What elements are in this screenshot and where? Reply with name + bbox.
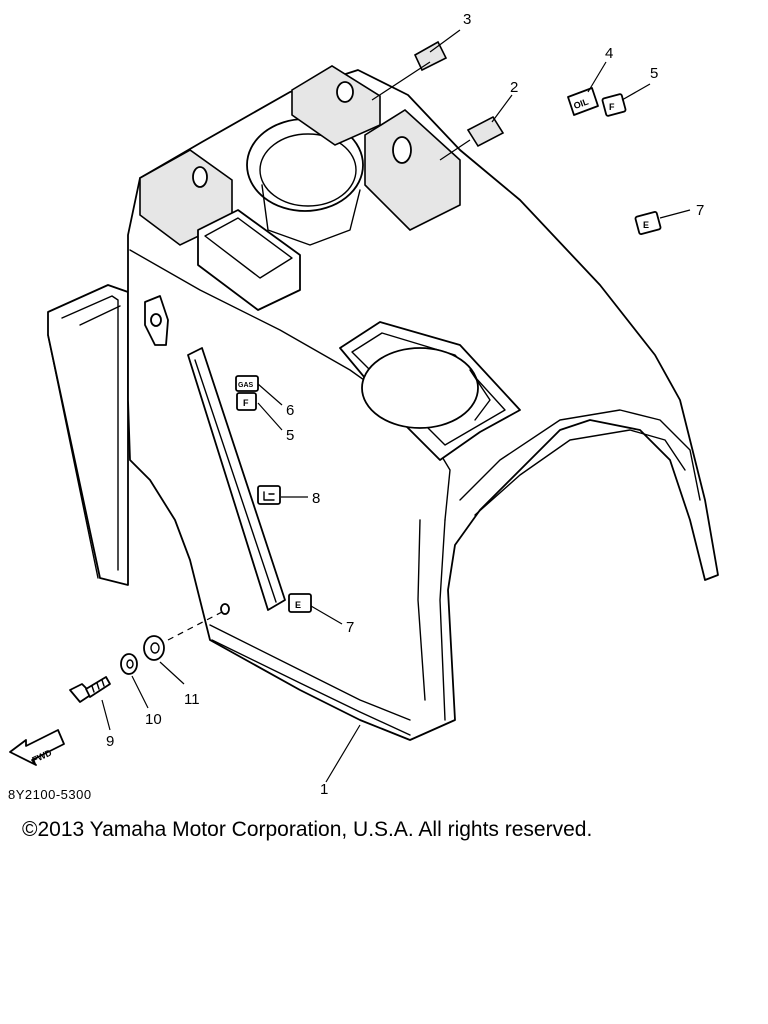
callout-6: 6 [286,402,294,419]
washer-11 [143,635,165,661]
parts-diagram: OIL F E GAS F E FWD [9,11,719,798]
drawing-code: 8Y2100-5300 [8,787,92,802]
callout-7-side: 7 [346,619,354,636]
svg-text:GAS: GAS [238,382,254,389]
mounting-tab [144,295,169,346]
decal-gas: GAS [235,375,259,392]
callout-4: 4 [605,45,613,62]
svg-text:E: E [643,220,649,230]
bolt-hole [220,603,230,615]
decal-8 [257,485,281,505]
callout-5-top: 5 [650,65,658,82]
svg-text:F: F [243,398,249,408]
grommet-2 [466,115,505,148]
decal-oil: OIL [567,87,599,116]
top-console [139,65,461,311]
fwd-arrow-icon: FWD [9,729,65,766]
callout-labels: 3 2 4 5 7 6 5 8 7 9 10 11 1 [106,11,704,798]
lock-washer-10 [120,653,138,675]
decal-f-side: F [236,392,257,411]
decal-e-right: E [634,211,662,235]
svg-text:F: F [609,102,615,112]
callout-1: 1 [320,781,328,798]
callout-10: 10 [145,711,162,728]
copyright-text: ©2013 Yamaha Motor Corporation, U.S.A. A… [22,818,593,841]
bolt-9 [69,676,111,703]
svg-text:E: E [295,600,301,610]
decal-e-side: E [288,593,312,613]
svg-text:OIL: OIL [572,96,590,111]
side-flange [47,284,129,586]
callout-11: 11 [184,691,200,708]
grommet-3 [413,40,448,72]
callout-3: 3 [463,11,471,28]
callout-9: 9 [106,733,114,750]
decal-f-top: F [601,93,627,117]
side-slot [187,347,286,611]
callout-5-side: 5 [286,427,294,444]
callout-7-right: 7 [696,202,704,219]
fuel-opening [339,321,521,461]
leader-lines [101,29,691,783]
callout-8: 8 [312,490,320,507]
callout-2: 2 [510,79,518,96]
